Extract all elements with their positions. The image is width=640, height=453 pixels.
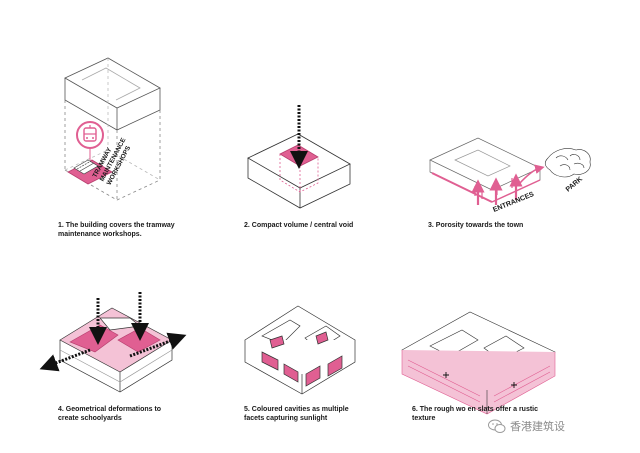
park-sketch [544,148,591,178]
caption-4: 4. Geometrical deformations to create sc… [58,406,162,422]
caption-1: 1. The building covers the tramway maint… [58,222,175,238]
deformation-arrows [39,292,187,372]
arrow-left-icon [39,348,91,372]
entrances-label: ENTRANCES [492,191,535,214]
diagram-3 [429,137,541,203]
watermark: 香港建筑设 [488,416,638,436]
diagram-5 [244,305,356,395]
diagram-4 [59,307,173,393]
watermark-text: 香港建筑设 [510,420,565,433]
arrow-right-icon [129,332,187,358]
entrance-arrows [471,164,545,205]
caption-3: 3. Porosity towards the town [428,222,524,229]
caption-5: 5. Coloured cavities as multiple facets … [244,406,349,422]
diagram-1 [64,57,161,201]
tram-icon [76,121,104,149]
wechat-logo-icon [488,419,506,433]
caption-6: 6. The rough wo en slats offer a rustic … [412,406,539,422]
caption-2: 2. Compact volume / central void [244,222,354,229]
diagram-6 [401,311,556,415]
park-label: PARK [565,176,584,194]
